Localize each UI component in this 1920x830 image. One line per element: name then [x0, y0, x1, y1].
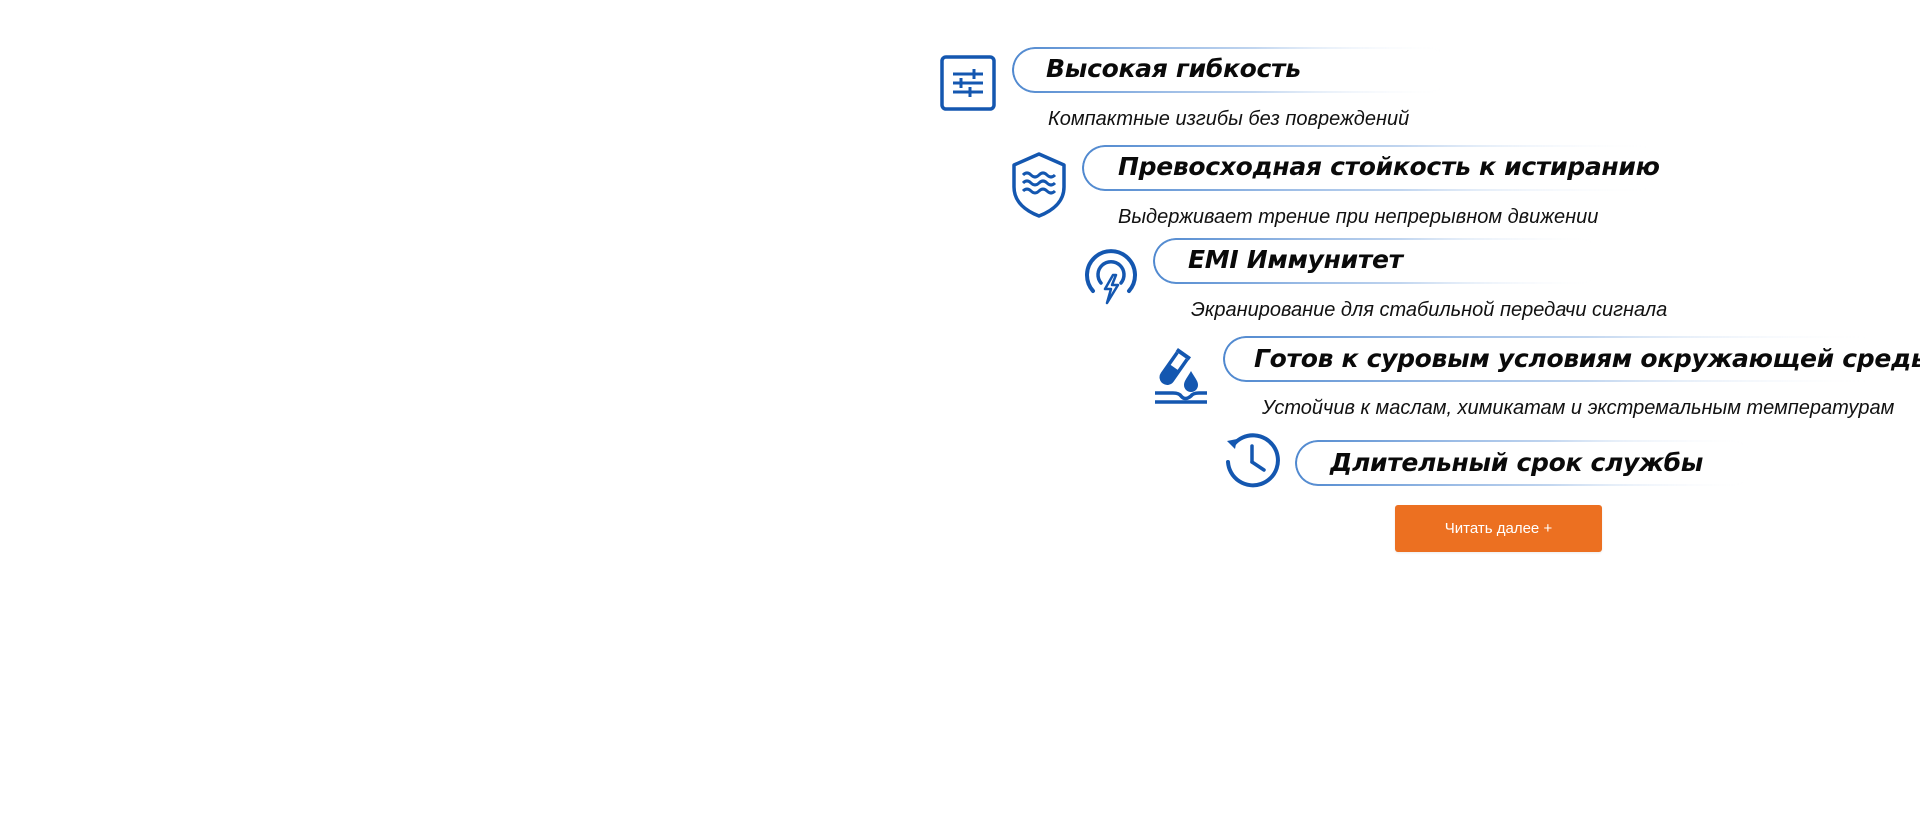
feature-title-pill: [1223, 336, 1883, 382]
sliders-icon: [938, 52, 998, 114]
emi-lightning-icon: [1079, 244, 1143, 308]
feature-subtitle: Выдерживает трение при непрерывном движе…: [1118, 206, 1599, 228]
feature-title: Высокая гибкость: [1046, 54, 1301, 83]
feature-title-pill: [1082, 145, 1662, 191]
flask-drop-icon: [1150, 344, 1212, 408]
feature-title-pill: [1012, 47, 1452, 93]
clock-history-icon: [1221, 428, 1283, 492]
feature-title: Длительный срок службы: [1330, 448, 1704, 477]
feature-title-pill: [1153, 238, 1603, 284]
feature-subtitle: Экранирование для стабильной передачи си…: [1191, 299, 1668, 321]
feature-title: Превосходная стойкость к истиранию: [1118, 152, 1660, 181]
feature-title-pill: [1295, 440, 1755, 486]
feature-title: EMI Иммунитет: [1188, 245, 1403, 274]
feature-title: Готов к суровым условиям окружающей сред…: [1254, 344, 1920, 373]
read-more-button[interactable]: Читать далее +: [1395, 505, 1602, 552]
feature-subtitle: Устойчив к маслам, химикатам и экстремал…: [1262, 397, 1895, 419]
shield-waves-icon: [1008, 150, 1070, 220]
feature-subtitle: Компактные изгибы без повреждений: [1048, 108, 1410, 130]
